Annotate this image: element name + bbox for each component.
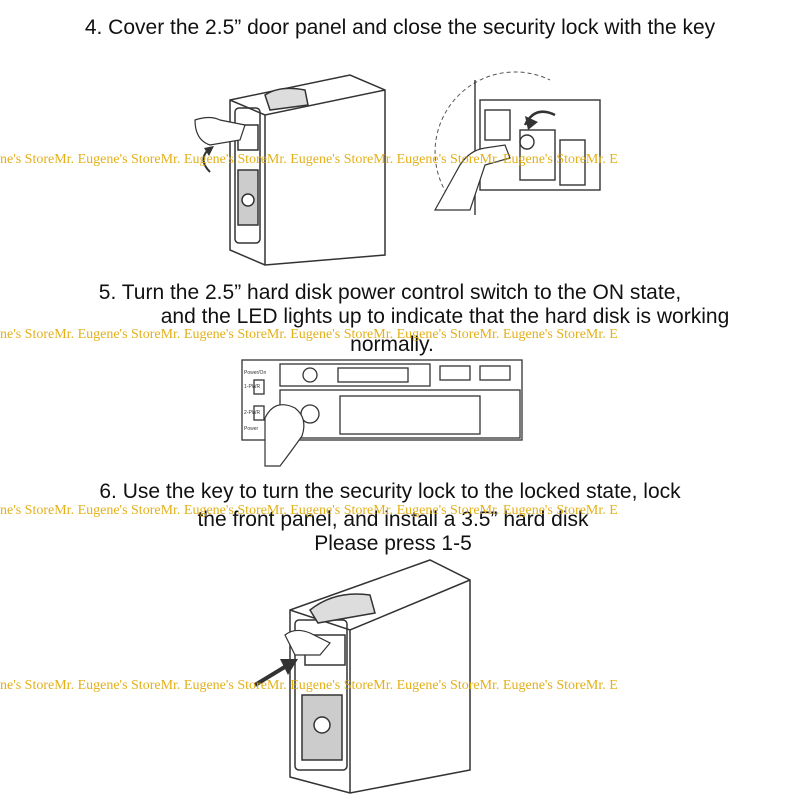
step-5-line-1: 5. Turn the 2.5” hard disk power control…: [98, 281, 682, 304]
lock-key-closeup-illustration: [433, 71, 601, 215]
label-power-on: Power/On: [244, 370, 266, 376]
step-6-line-1: 6. Use the key to turn the security lock…: [99, 480, 681, 503]
tower-door-illustration: [194, 74, 386, 266]
label-power-bottom: Power: [244, 426, 259, 432]
step-6-line-2: the front panel, and install a 3.5” hard…: [197, 508, 589, 531]
step-5-line-2: and the LED lights up to indicate that t…: [160, 305, 730, 328]
watermark-row-1: ne's StoreMr. Eugene's StoreMr. Eugene's…: [0, 152, 618, 167]
tower-install-illustration: [253, 559, 471, 794]
step-5-line-3: normally.: [350, 333, 434, 356]
step-4-title: 4. Cover the 2.5” door panel and close t…: [84, 16, 716, 39]
label-bay-bottom: 2-PWR: [244, 410, 261, 416]
label-bay-top: 1-PWR: [244, 384, 261, 390]
front-panel-switch-illustration: Power/On 1-PWR 2-PWR Power: [241, 359, 523, 467]
step-6-line-3: Please press 1-5: [314, 532, 472, 555]
